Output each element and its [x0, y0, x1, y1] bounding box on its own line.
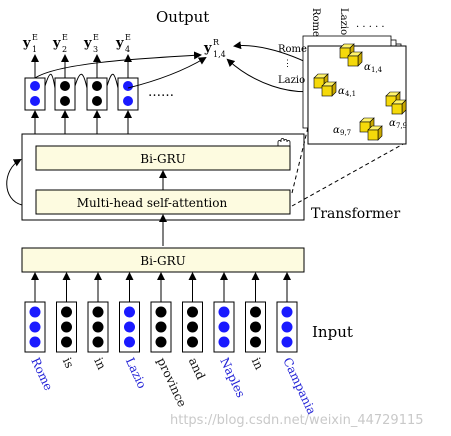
svg-text:y: y [22, 36, 31, 51]
token-word: Naples [217, 355, 248, 399]
token-dot [281, 321, 293, 333]
svg-text:α: α [333, 125, 340, 136]
token-dot [250, 306, 261, 318]
token-dot [218, 336, 230, 348]
token-dot [29, 306, 41, 318]
token-word: in [249, 355, 267, 372]
token-word: Lazio [123, 355, 149, 390]
svg-text:E: E [32, 33, 38, 42]
output-arrows [31, 41, 331, 134]
svg-text:1,4: 1,4 [213, 50, 226, 59]
bigru-top-box [35, 145, 291, 171]
token-dot [61, 336, 72, 348]
token-dot [218, 321, 230, 333]
output-label-yr: y 1,4 R [203, 38, 226, 59]
token-dot [155, 306, 167, 318]
token-dot [92, 321, 104, 333]
svg-text:1: 1 [32, 45, 37, 54]
svg-text:3: 3 [93, 45, 98, 54]
input-title: Input [312, 323, 353, 341]
mhsa-label: Multi-head self-attention [77, 196, 228, 210]
input-token-7: in [245, 272, 267, 372]
bigru-bottom-box [21, 247, 305, 273]
mhsa-box [35, 189, 291, 215]
attn-col-dots: · · · · · [356, 22, 385, 33]
token-dot [187, 306, 198, 318]
svg-text:E: E [93, 33, 99, 42]
token-word: province [154, 355, 189, 409]
svg-text:2: 2 [62, 45, 67, 54]
input-token-5: and [182, 272, 208, 382]
attention-cubes [313, 43, 407, 141]
svg-text:α: α [364, 62, 371, 73]
alpha-1-4: α 1,4 [364, 62, 383, 74]
input-token-8: Campania [276, 272, 319, 417]
token-dot [124, 306, 135, 318]
alpha-4-1: α 4,1 [338, 86, 356, 98]
attn-row-lazio: Lazio [278, 75, 305, 86]
svg-text:y: y [83, 36, 92, 51]
attn-col-rome: Rome [310, 8, 321, 37]
input-token-2: in [87, 272, 109, 372]
alpha-7-9: α 7,9 [389, 118, 407, 130]
svg-text:1,4: 1,4 [371, 66, 383, 74]
input-token-1: is [56, 272, 77, 370]
token-dot [92, 336, 104, 348]
svg-text:4,1: 4,1 [345, 90, 356, 98]
token-dot [155, 336, 167, 348]
output-cells [24, 77, 139, 111]
alpha-9-7: α 9,7 [333, 125, 351, 137]
token-dot [281, 306, 293, 318]
svg-text:α: α [338, 86, 345, 97]
token-word: Rome [28, 355, 55, 392]
attn-col-lazio: Lazio [338, 8, 349, 35]
token-dot [29, 321, 41, 333]
svg-text:y: y [115, 36, 124, 51]
input-token-6: Naples [213, 272, 248, 400]
output-label-y4: y 4 E [115, 33, 131, 54]
token-dot [281, 336, 293, 348]
svg-text:R: R [213, 38, 220, 47]
token-dot [187, 321, 198, 333]
svg-text:E: E [125, 33, 131, 42]
token-dot [250, 336, 261, 348]
input-token-3: Lazio [119, 272, 149, 391]
svg-text:y: y [203, 41, 212, 56]
token-dot [92, 306, 104, 318]
token-dot [124, 336, 135, 348]
input-token-0: Rome [24, 272, 56, 393]
svg-text:y: y [52, 36, 61, 51]
token-dot [61, 321, 72, 333]
token-dot [187, 336, 198, 348]
token-word: in [91, 355, 109, 372]
token-word: is [60, 355, 77, 370]
token-word: and [186, 355, 208, 382]
token-dot [124, 321, 135, 333]
bigru-bottom-label: Bi-GRU [140, 254, 185, 268]
token-dot [250, 321, 261, 333]
svg-text:E: E [62, 33, 68, 42]
output-title: Output [156, 8, 209, 26]
token-dot [61, 306, 72, 318]
output-ellipsis: …… [148, 85, 174, 100]
output-label-y2: y 2 E [52, 33, 68, 54]
output-label-y1: y 1 E [22, 33, 38, 54]
svg-text:α: α [389, 118, 396, 129]
attn-row-rome: Rome [278, 44, 307, 55]
output-label-y3: y 3 E [83, 33, 99, 54]
token-word: Campania [280, 355, 319, 416]
token-dot [218, 306, 230, 318]
token-dot [29, 336, 41, 348]
watermark: https://blog.csdn.net/weixin_44729115 [170, 413, 424, 428]
svg-text:9,7: 9,7 [340, 129, 351, 137]
attn-row-dots: ⋮ [283, 59, 292, 69]
bigru-top-label: Bi-GRU [140, 152, 185, 166]
svg-text:4: 4 [125, 45, 130, 54]
token-dot [155, 321, 167, 333]
svg-text:7,9: 7,9 [396, 122, 407, 130]
transformer-label: Transformer [311, 206, 400, 222]
